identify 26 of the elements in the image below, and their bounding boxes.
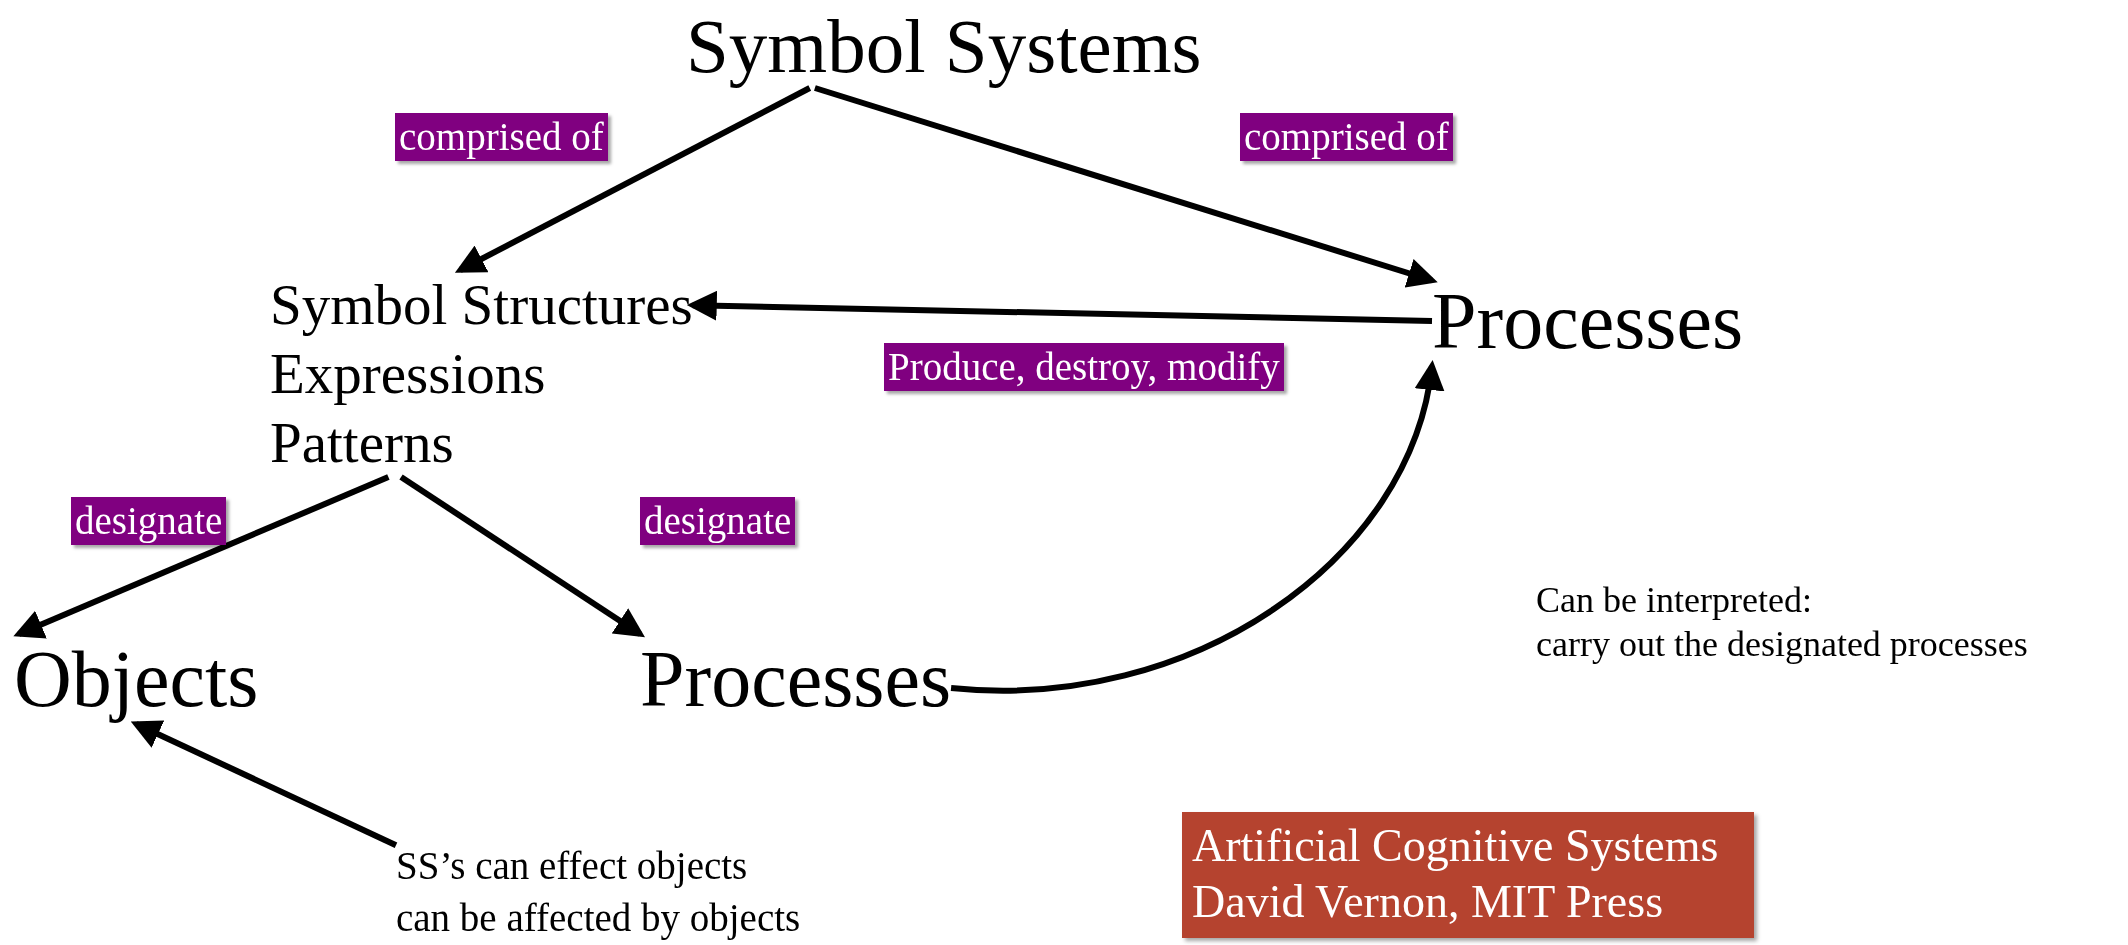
citation-text: David Vernon, MIT Press bbox=[1192, 875, 1664, 929]
note-text: Can be interpreted: bbox=[1536, 579, 1812, 622]
arrow bbox=[950, 360, 1443, 694]
arrow bbox=[814, 85, 1438, 288]
concept-label: Objects bbox=[14, 634, 259, 724]
concept-label: Processes bbox=[1432, 276, 1744, 366]
concept-label: Symbol Systems bbox=[686, 4, 1202, 88]
arrow bbox=[454, 85, 812, 273]
note-text: SS’s can effect objects bbox=[396, 843, 749, 890]
edge-label: Produce, destroy, modify bbox=[884, 343, 1284, 391]
edge-label: comprised of bbox=[1240, 113, 1453, 161]
note-text: carry out the designated processes bbox=[1536, 623, 2028, 666]
note-text: can be affected by objects bbox=[396, 895, 801, 942]
arrow bbox=[686, 290, 1433, 324]
arrow bbox=[399, 474, 645, 638]
arrow bbox=[13, 474, 390, 639]
edge-label: designate bbox=[71, 497, 227, 545]
concept-label: Processes bbox=[640, 634, 952, 724]
concept-label: Symbol Structures bbox=[270, 272, 693, 338]
edge-label: designate bbox=[640, 497, 796, 545]
citation-text: Artificial Cognitive Systems bbox=[1192, 819, 1719, 873]
arrow bbox=[130, 720, 398, 848]
edge-label: comprised of bbox=[395, 113, 608, 161]
concept-label: Expressions bbox=[270, 341, 546, 407]
concept-label: Patterns bbox=[270, 410, 454, 476]
citation-box bbox=[1182, 812, 1754, 938]
